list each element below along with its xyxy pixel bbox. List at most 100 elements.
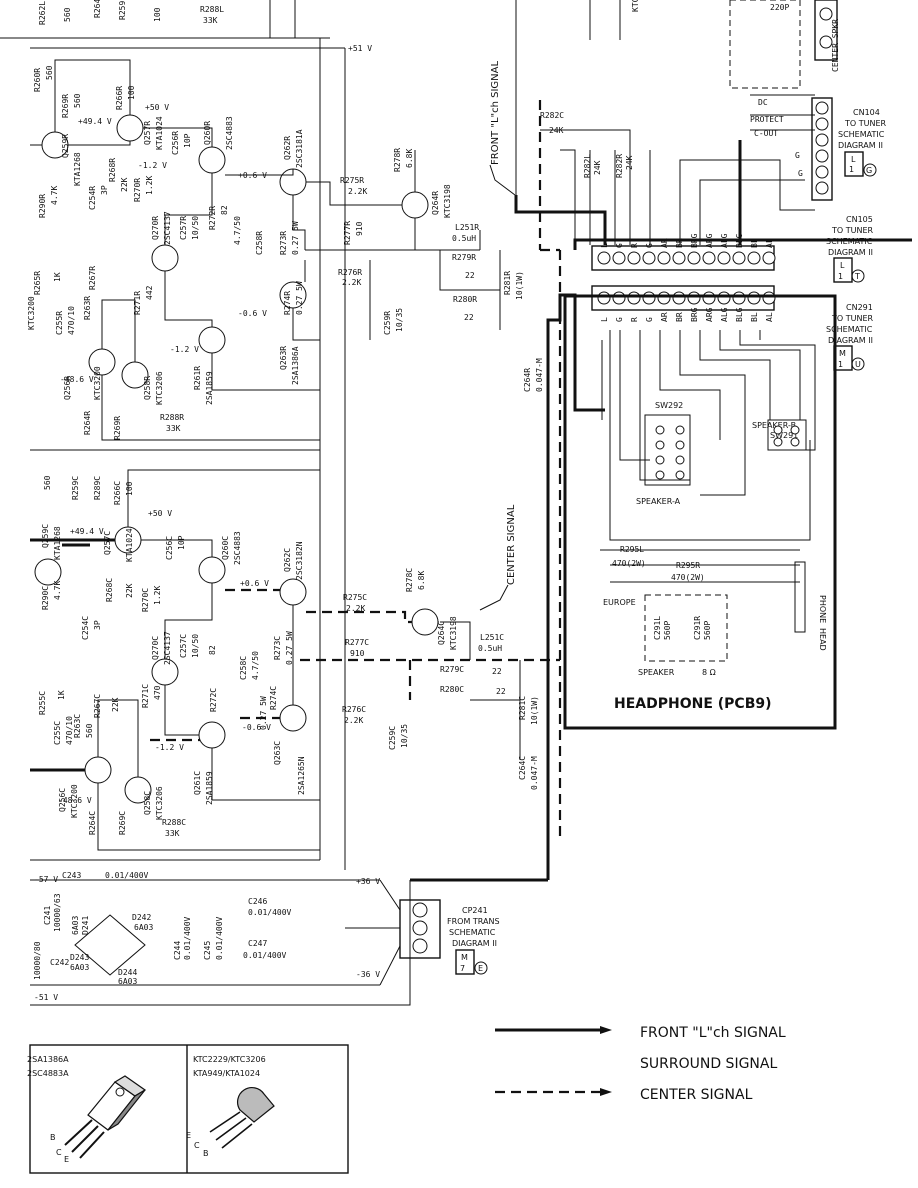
lower-pin-label: R — [630, 317, 639, 322]
cn104-ref-box — [844, 151, 864, 177]
label-kta1024c: KTA1024 — [125, 528, 134, 562]
label-q264r-part: KTC3198 — [443, 184, 452, 218]
label-r279r: R279R — [452, 253, 476, 262]
label-r275r-val: 2.2K — [348, 187, 367, 196]
pin-e-big: E — [64, 1155, 69, 1164]
label-1k-c: 1K — [57, 690, 66, 700]
label-r270r: R270R — [133, 178, 142, 202]
label-r282l-val: 24K — [593, 160, 602, 175]
label-kta1268c: KTA1268 — [53, 526, 62, 560]
lower-pin — [747, 291, 761, 305]
label-r274c-val: 0.27 5W — [259, 696, 268, 730]
label-1k: 1K — [53, 272, 62, 282]
lower-pin-label: G — [645, 317, 654, 322]
center-spkr-connector — [814, 0, 838, 61]
lower-pin — [762, 291, 776, 305]
cp241-ref-circle-letter: E — [478, 964, 483, 973]
label-r272c: R272C — [209, 688, 218, 712]
label-r278r-val: 6.8K — [405, 149, 414, 168]
label-r274r: R274R — [283, 291, 292, 315]
lower-pin — [672, 291, 686, 305]
label-r295l-val: 470(2W) — [612, 559, 646, 568]
label-q261c-part: 2SA1859 — [205, 771, 214, 805]
label-c258r-val: 4.7/50 — [233, 216, 242, 245]
label-r274r-val: 0.27 5W — [295, 281, 304, 315]
label-r288c-val: 33K — [165, 829, 180, 838]
label-r280r-val: 22 — [464, 313, 474, 322]
cn104-to-tuner: TO TUNER — [844, 119, 887, 128]
label-q270c-part: 2SC4137 — [163, 631, 172, 665]
signal-annotations: FRONT "L"ch SIGNAL CENTER SIGNAL — [479, 61, 517, 611]
label-c255c: C255C — [53, 721, 62, 745]
upper-pin — [762, 251, 776, 265]
lower-pin-label: G — [615, 317, 624, 322]
cn105-ref-letter: L — [840, 261, 845, 270]
label-c246-val: 0.01/400V — [248, 908, 292, 917]
label-r273r-val: 0.27 5W — [291, 221, 300, 255]
label-22k-c2: 22K — [111, 697, 120, 712]
q261c-symbol — [198, 721, 226, 749]
cn104-ref-num: 1 — [849, 165, 854, 174]
label-q257c: Q257C — [103, 531, 112, 555]
label-c257r-val: 10/50 — [191, 216, 200, 240]
label-c243: C243 — [62, 871, 81, 880]
cn291-ref-circle — [851, 357, 865, 371]
lower-pin-label: AR — [660, 312, 669, 322]
label-r279c-val: 22 — [492, 667, 502, 676]
label-c291l-val: 560P — [663, 621, 672, 640]
label-r264l: R264L — [93, 0, 102, 18]
label-r282r: R282R — [615, 154, 624, 178]
label-speaker-b: SPEAKER-B — [752, 421, 796, 430]
label-q259r: Q259R — [61, 134, 70, 158]
upper-pin — [597, 251, 611, 265]
cn105-diagram: DIAGRAM II — [828, 248, 873, 257]
label-c241-val: 10000/63 — [53, 893, 62, 932]
cn105-ref-circle — [851, 269, 865, 283]
label-6a03-c: 6A03 — [70, 963, 89, 972]
label-q264c: Q264C — [437, 621, 446, 645]
label-m06: -0.6 V — [238, 309, 267, 318]
label-phone: PHONE — [818, 595, 827, 623]
label-r268c: R268C — [105, 578, 114, 602]
label-c258c: C258C — [239, 656, 248, 680]
label-r273r: R273R — [279, 231, 288, 255]
lower-pin — [702, 291, 716, 305]
label-c256r-val: 10P — [183, 133, 192, 148]
label-g2: G — [798, 169, 803, 178]
label-m486: -48.6 V — [60, 375, 94, 384]
label-q270c: Q270C — [151, 636, 160, 660]
top-strip: R288L 33K R264L R259L 560 100 R262L 220P… — [0, 0, 840, 195]
lower-pin — [732, 291, 746, 305]
label-q263c: Q263C — [273, 741, 282, 765]
cp241-ref-letter: M — [461, 953, 468, 962]
label-560: 560 — [63, 7, 72, 22]
label-r269r2: R269R — [113, 416, 122, 440]
label-c259r: C259R — [383, 311, 392, 335]
label-r261r: R261R — [193, 366, 202, 390]
label-c255c-val: 470/10 — [65, 716, 74, 745]
cn291-label: CN291 — [846, 303, 873, 312]
lower-pin-label: ARG — [705, 307, 714, 322]
label-r280r: R280R — [453, 295, 477, 304]
label-c259c-val: 10/35 — [400, 724, 409, 748]
label-r272r: R272R — [208, 206, 217, 230]
label-c291l: C291L — [653, 616, 662, 640]
label-c254c-val: 3P — [93, 620, 102, 630]
label-r273c: R273C — [273, 636, 282, 660]
label-q263c-part: 2SA1265N — [297, 756, 306, 795]
label-m12: -1.2 V — [138, 161, 167, 170]
label-p06c: +0.6 V — [240, 579, 269, 588]
q262c-symbol — [279, 578, 307, 606]
lower-pin — [687, 291, 701, 305]
label-r290c: R290C — [41, 586, 50, 610]
label-r270c-val: 1.2K — [153, 586, 162, 605]
upper-pin — [642, 251, 656, 265]
cn104-schematic: SCHEMATIC — [838, 130, 885, 139]
label-d242: D242 — [132, 913, 151, 922]
label-c254c: C254C — [81, 616, 90, 640]
upper-pin-label: R — [630, 243, 639, 248]
label-m486c: -48.6 V — [58, 796, 92, 805]
cn291-ref-num: 1 — [838, 360, 843, 369]
label-c264c: C264C — [518, 756, 527, 780]
label-r281c-val: 10(1W) — [530, 696, 539, 725]
